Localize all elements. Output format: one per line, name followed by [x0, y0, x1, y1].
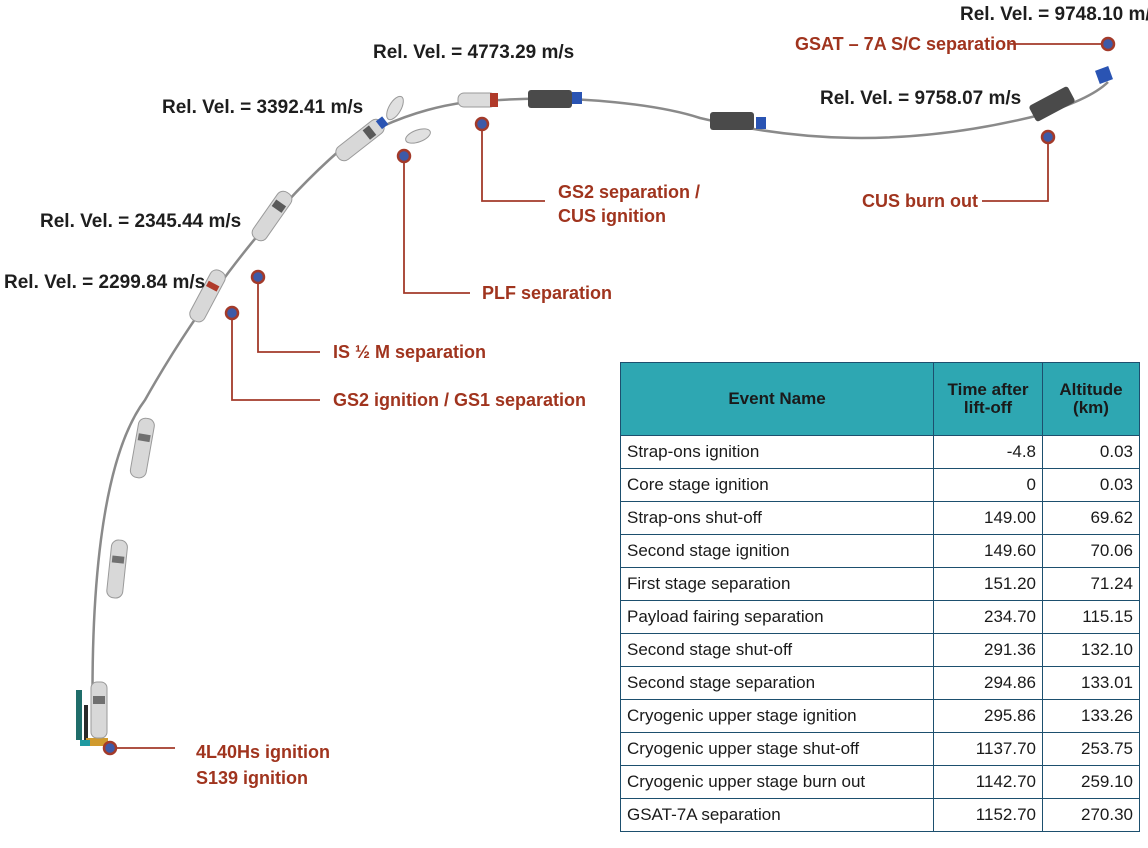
launch-pad-icon	[76, 690, 108, 746]
stage-cus-3-icon	[1029, 86, 1075, 122]
velocity-label-9758: Rel. Vel. = 9758.07 m/s	[820, 88, 1021, 109]
marker-is-sep	[250, 269, 266, 285]
marker-gs2-sep	[474, 116, 490, 132]
cell-time: 291.36	[933, 633, 1043, 667]
header-event-name: Event Name	[620, 362, 934, 436]
event-label-gs2-sep-line1: GS2 separation /	[558, 182, 700, 202]
cell-altitude: 133.01	[1042, 666, 1140, 700]
cell-altitude: 0.03	[1042, 468, 1140, 502]
velocity-label-9748: Rel. Vel. = 9748.10 m/s	[960, 4, 1148, 25]
leader-plf-sep	[403, 160, 470, 294]
marker-gsat-sep	[1100, 36, 1116, 52]
cell-altitude: 71.24	[1042, 567, 1140, 601]
cell-altitude: 69.62	[1042, 501, 1140, 535]
leader-gs2-ignition	[231, 316, 320, 401]
cell-altitude: 132.10	[1042, 633, 1140, 667]
event-label-gs2-sep-line2: CUS ignition	[558, 206, 666, 226]
rocket-liftoff-icon	[90, 681, 108, 739]
header-time-after-liftoff: Time after lift-off	[933, 362, 1043, 436]
cell-time: 149.00	[933, 501, 1043, 535]
cell-altitude: 0.03	[1042, 435, 1140, 469]
event-label-gs2-ignition: GS2 ignition / GS1 separation	[333, 390, 586, 410]
header-altitude: Altitude (km)	[1042, 362, 1140, 436]
event-timeline-table: Event Name Time after lift-off Altitude …	[620, 362, 1140, 832]
marker-gs2-ignition	[224, 305, 240, 321]
stage-gs2-icon	[457, 92, 498, 108]
stage-cus-2-icon	[710, 112, 766, 130]
satellite-gsat-icon	[1095, 66, 1113, 84]
marker-liftoff	[102, 740, 118, 756]
cell-event-name: First stage separation	[620, 567, 934, 601]
event-label-is-sep: IS ½ M separation	[333, 342, 486, 362]
cell-time: 1152.70	[933, 798, 1043, 832]
cell-altitude: 259.10	[1042, 765, 1140, 799]
cell-time: 1137.70	[933, 732, 1043, 766]
cell-event-name: GSAT-7A separation	[620, 798, 934, 832]
cell-event-name: Cryogenic upper stage ignition	[620, 699, 934, 733]
cell-event-name: Second stage ignition	[620, 534, 934, 568]
cell-time: -4.8	[933, 435, 1043, 469]
velocity-label-3392: Rel. Vel. = 3392.41 m/s	[162, 97, 363, 118]
rocket-ascent-2-icon	[129, 417, 155, 479]
cell-time: 234.70	[933, 600, 1043, 634]
event-label-plf-sep: PLF separation	[482, 283, 612, 303]
cell-altitude: 253.75	[1042, 732, 1140, 766]
leader-is-sep	[257, 281, 320, 353]
cell-event-name: Strap-ons ignition	[620, 435, 934, 469]
cell-altitude: 115.15	[1042, 600, 1140, 634]
event-label-liftoff-line1: 4L40Hs ignition	[196, 742, 330, 762]
cell-time: 0	[933, 468, 1043, 502]
cell-altitude: 133.26	[1042, 699, 1140, 733]
cell-event-name: Strap-ons shut-off	[620, 501, 934, 535]
rocket-plf-sep-icon	[335, 116, 389, 162]
event-label-liftoff-line2: S139 ignition	[196, 768, 308, 788]
rocket-ascent-3-icon	[189, 269, 226, 323]
cell-time: 1142.70	[933, 765, 1043, 799]
cell-time: 149.60	[933, 534, 1043, 568]
event-label-gsat-sep: GSAT – 7A S/C separation	[795, 34, 1017, 54]
velocity-label-2299: Rel. Vel. = 2299.84 m/s	[4, 272, 205, 293]
rocket-ascent-4-icon	[251, 190, 293, 242]
cell-event-name: Payload fairing separation	[620, 600, 934, 634]
velocity-label-2345: Rel. Vel. = 2345.44 m/s	[40, 211, 241, 232]
leader-lines	[110, 43, 1105, 749]
cell-event-name: Second stage separation	[620, 666, 934, 700]
event-markers	[102, 36, 1116, 756]
table-header-row: Event Name Time after lift-off Altitude …	[620, 362, 1140, 436]
fairing-half-icon	[386, 95, 431, 144]
cell-event-name: Second stage shut-off	[620, 633, 934, 667]
stage-cus-1-icon	[528, 90, 582, 108]
event-label-cus-burnout: CUS burn out	[862, 191, 978, 211]
cell-event-name: Cryogenic upper stage burn out	[620, 765, 934, 799]
marker-plf-sep	[396, 148, 412, 164]
leader-gs2-sep	[481, 124, 545, 202]
cell-event-name: Cryogenic upper stage shut-off	[620, 732, 934, 766]
cell-time: 295.86	[933, 699, 1043, 733]
leader-cus-burnout	[982, 140, 1049, 202]
marker-cus-burnout	[1040, 129, 1056, 145]
cell-altitude: 70.06	[1042, 534, 1140, 568]
cell-event-name: Core stage ignition	[620, 468, 934, 502]
velocity-label-4773: Rel. Vel. = 4773.29 m/s	[373, 42, 574, 63]
cell-altitude: 270.30	[1042, 798, 1140, 832]
cell-time: 294.86	[933, 666, 1043, 700]
cell-time: 151.20	[933, 567, 1043, 601]
rocket-ascent-1-icon	[106, 539, 128, 599]
